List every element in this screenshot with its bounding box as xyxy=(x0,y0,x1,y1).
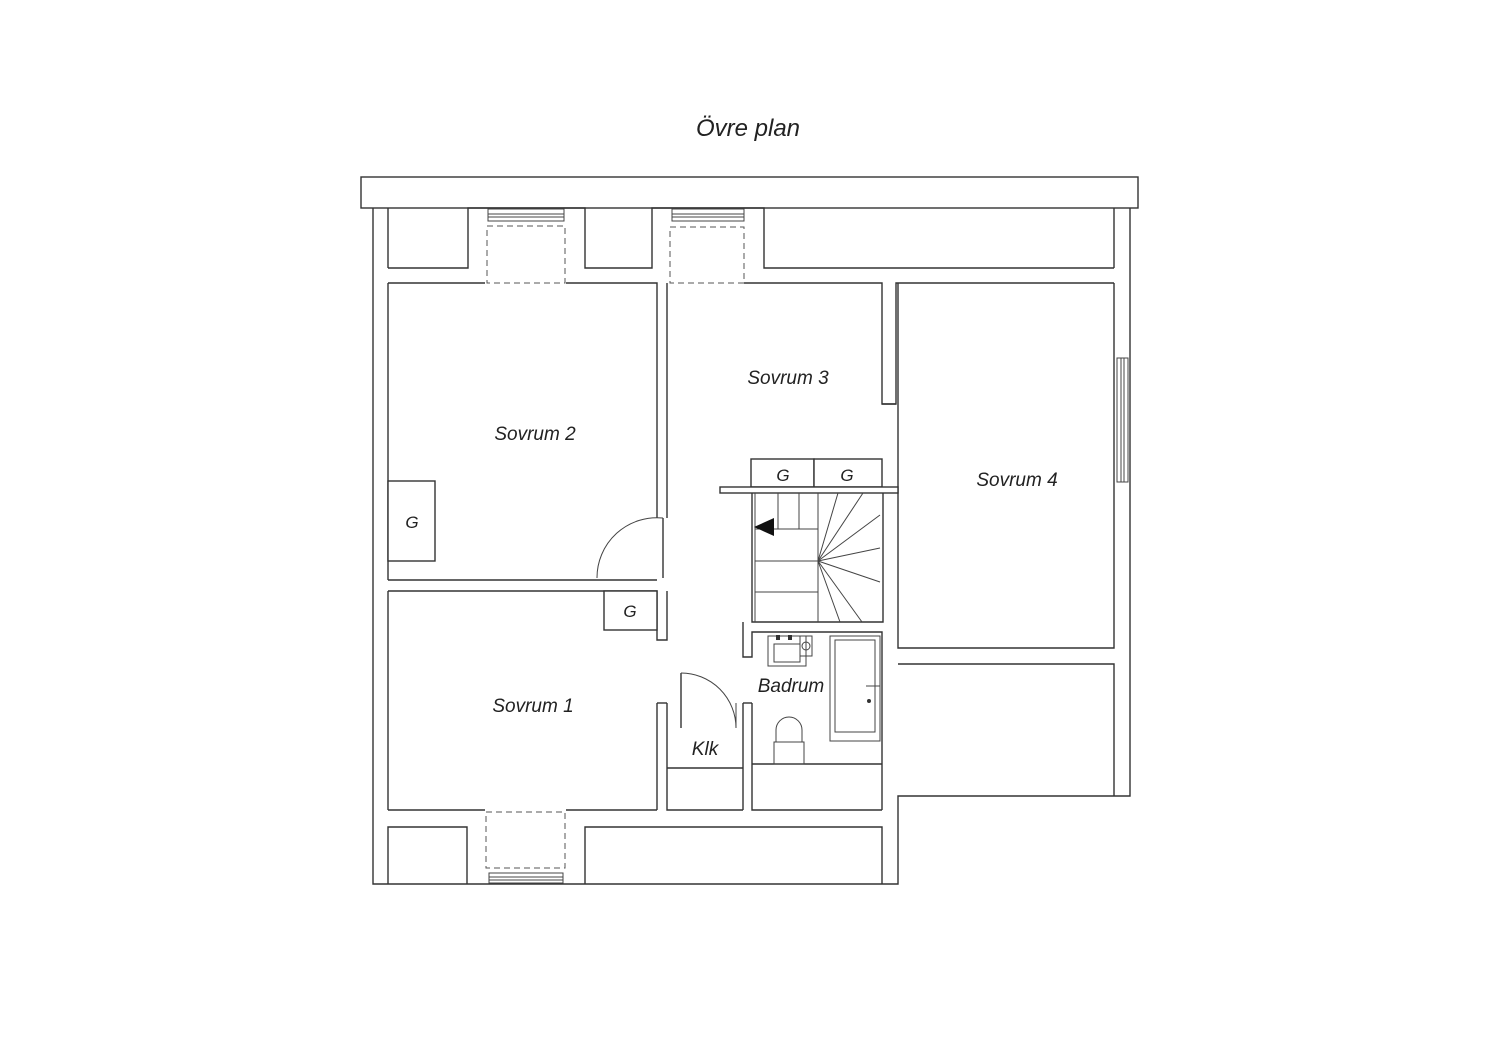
toilet-icon xyxy=(773,716,805,765)
closet-stair-right xyxy=(813,458,883,488)
sovrum-4-walls xyxy=(897,283,1115,796)
badrum-walls xyxy=(742,622,883,811)
closet-sovrum-1 xyxy=(603,590,658,631)
plan-title: Övre plan xyxy=(696,115,800,142)
storage-label-sovrum-1: G xyxy=(623,602,636,621)
sovrum-1-walls xyxy=(387,590,668,811)
storage-label-stair-left: G xyxy=(776,466,789,485)
room-label-sovrum-1: Sovrum 1 xyxy=(492,696,573,717)
klk-walls xyxy=(656,672,752,811)
side-window-right xyxy=(1116,357,1129,483)
outer-walls xyxy=(372,207,1131,885)
sovrum-2-walls xyxy=(387,282,664,581)
staircase xyxy=(719,458,899,623)
room-label-sovrum-3: Sovrum 3 xyxy=(747,368,829,389)
room-label-klk: Klk xyxy=(692,739,720,760)
dormer-window-right xyxy=(669,208,745,284)
room-label-sovrum-2: Sovrum 2 xyxy=(494,424,576,445)
closet-stair-left xyxy=(750,458,815,488)
storage-label-sovrum-2: G xyxy=(405,513,418,532)
bathtub xyxy=(829,635,881,742)
sink xyxy=(767,635,807,667)
room-label-sovrum-4: Sovrum 4 xyxy=(976,470,1057,491)
roof-eave xyxy=(360,176,1139,209)
dormer-window-left xyxy=(486,208,566,284)
stair-direction-arrow-icon xyxy=(754,518,774,536)
sovrum-3-walls xyxy=(666,282,1114,518)
dormer-window-bottom xyxy=(485,811,566,884)
room-label-badrum: Badrum xyxy=(758,676,825,697)
closet-sovrum-2 xyxy=(387,480,436,562)
storage-label-stair-right: G xyxy=(840,466,853,485)
